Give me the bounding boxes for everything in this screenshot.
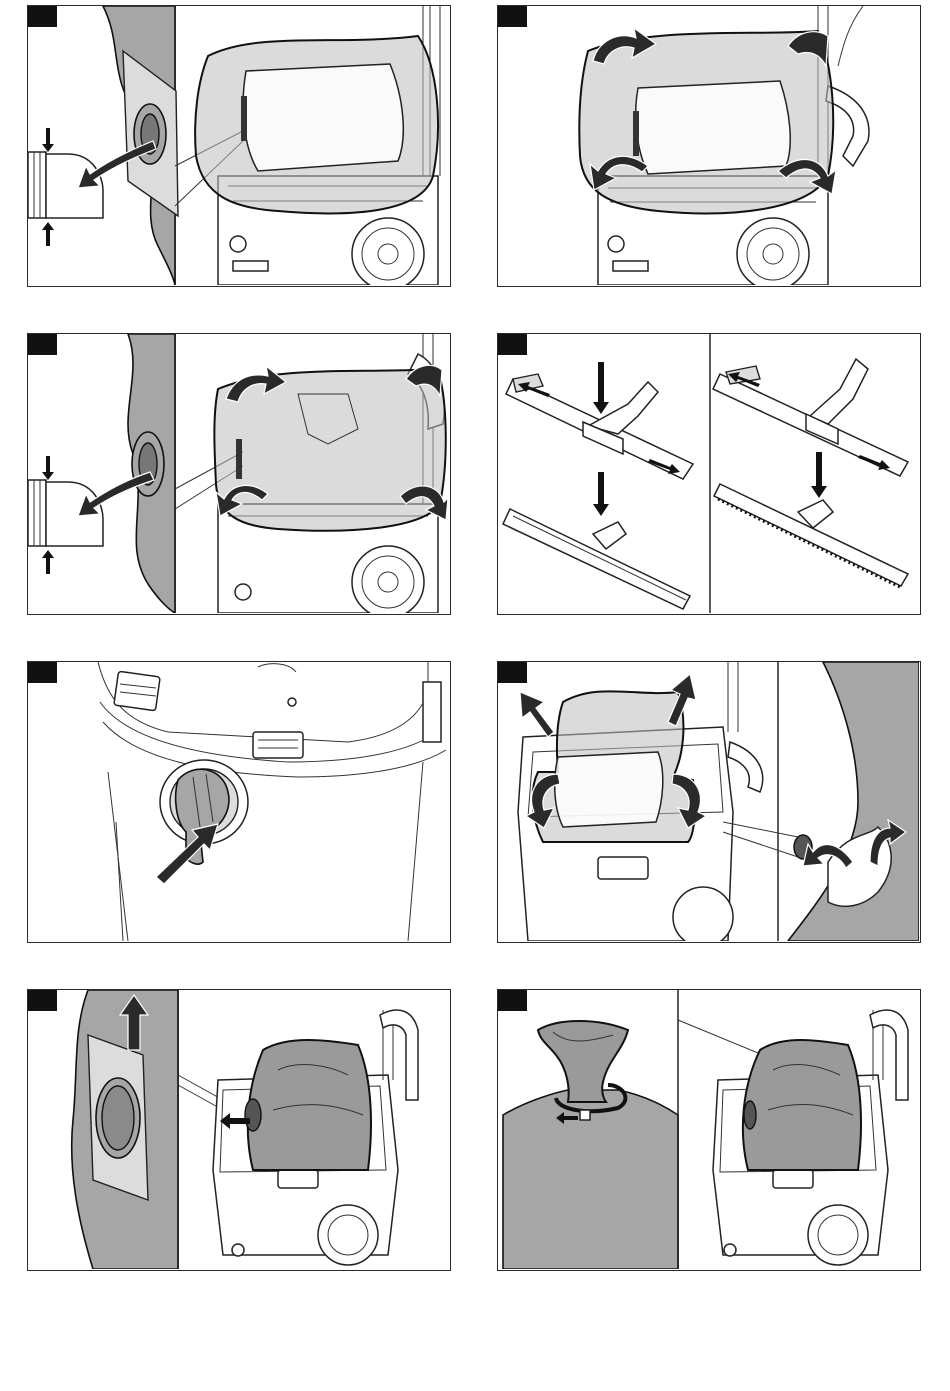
straight-arrow-icon bbox=[811, 452, 827, 498]
illustration-bag-attach bbox=[28, 6, 449, 285]
illustration-close-bag bbox=[498, 990, 919, 1269]
illustration-remove-bag bbox=[498, 662, 919, 941]
figure-number-tag bbox=[498, 990, 527, 1011]
figure-panel-1 bbox=[27, 5, 451, 287]
floor-nozzle-icon bbox=[713, 359, 908, 476]
figure-panel-6 bbox=[497, 661, 921, 943]
floor-nozzle-icon bbox=[714, 484, 908, 588]
filter-bag bbox=[743, 1040, 861, 1170]
straight-arrow-icon bbox=[593, 362, 609, 414]
figure-number-tag bbox=[28, 990, 57, 1011]
filter-bag bbox=[214, 369, 445, 531]
straight-arrow-icon bbox=[593, 472, 609, 516]
figure-number-tag bbox=[28, 334, 57, 355]
figure-panel-3 bbox=[27, 333, 451, 615]
straight-arrow-icon bbox=[42, 456, 54, 480]
figure-number-tag bbox=[498, 334, 527, 355]
illustration-inlet-cap bbox=[28, 662, 449, 941]
floor-nozzle-icon bbox=[503, 509, 690, 609]
straight-arrow-icon bbox=[42, 128, 54, 152]
straight-arrow-icon bbox=[42, 550, 54, 574]
illustration-bag-attach-variant bbox=[28, 334, 449, 613]
figure-panel-2 bbox=[497, 5, 921, 287]
straight-arrow-icon bbox=[42, 222, 54, 246]
figure-number-tag bbox=[28, 6, 57, 27]
illustration-pull-flange bbox=[28, 990, 449, 1269]
inlet-cap bbox=[160, 760, 248, 864]
illustration-floor-nozzle bbox=[498, 334, 919, 613]
straight-arrow-icon bbox=[520, 692, 554, 737]
figure-panel-8 bbox=[497, 989, 921, 1271]
figure-number-tag bbox=[498, 6, 527, 27]
vacuum-cleaner-icon bbox=[98, 662, 446, 941]
bag-flange-icon bbox=[88, 1035, 148, 1200]
illustration-fold-bag bbox=[498, 6, 919, 285]
figure-panel-4 bbox=[497, 333, 921, 615]
figure-panel-5 bbox=[27, 661, 451, 943]
figure-number-tag bbox=[28, 662, 57, 683]
figure-panel-7 bbox=[27, 989, 451, 1271]
figure-number-tag bbox=[498, 662, 527, 683]
